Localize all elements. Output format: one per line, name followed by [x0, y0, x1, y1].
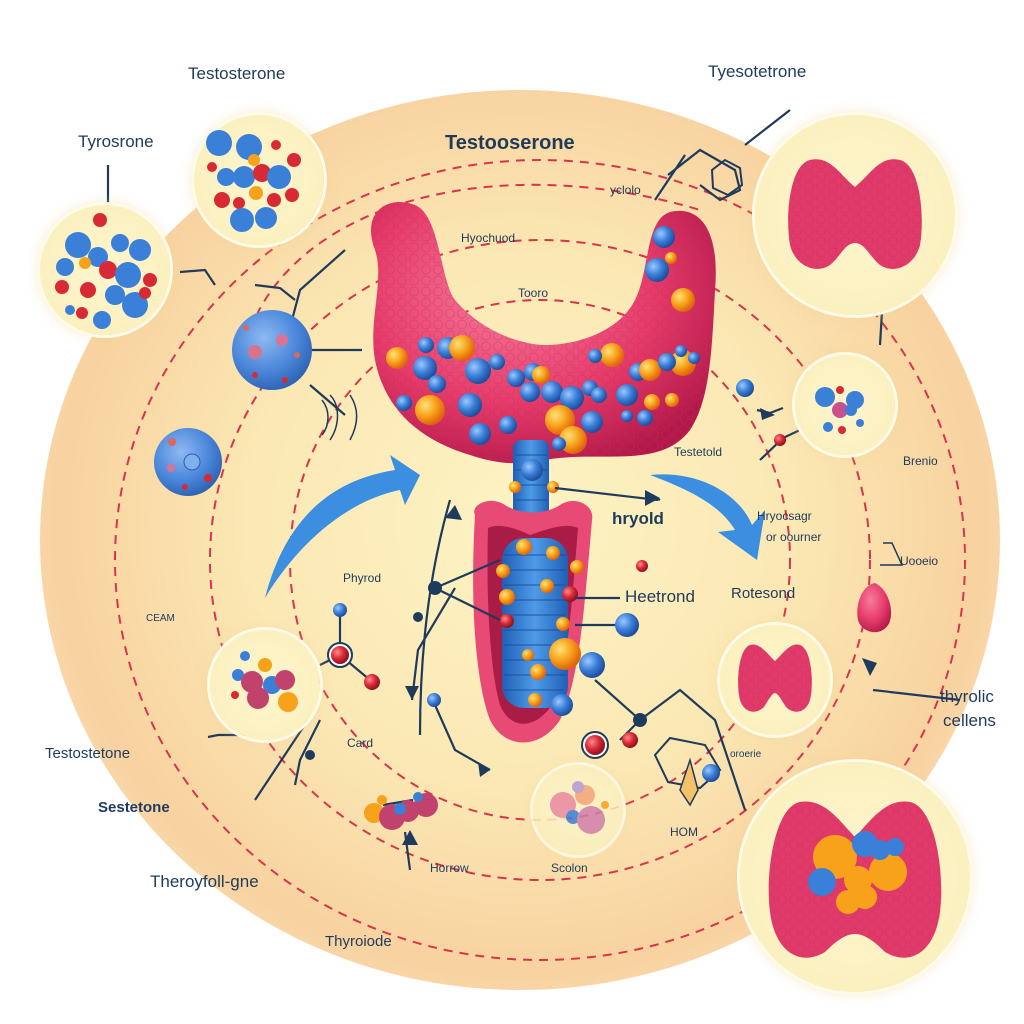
label-heetrond: Heetrond	[625, 587, 695, 606]
label-hryocsagr: Hryocsagr	[757, 509, 812, 523]
label-brenio: Brenio	[903, 454, 938, 468]
label-tooro: Tooro	[518, 286, 549, 300]
label-card: Card	[347, 736, 374, 750]
inset-thyroid-bottom-right	[740, 762, 970, 992]
inset-molecule-cluster-lower-left	[210, 630, 320, 740]
label-tyrosrone: Tyrosrone	[78, 132, 154, 151]
inset-thyroid-top-right	[755, 115, 955, 315]
label-or-oourner: or oourner	[766, 530, 822, 544]
label-thyroiode: Thyroiode	[325, 933, 392, 950]
trachea	[473, 440, 593, 743]
label-thyrolic: thyrolic	[940, 687, 994, 706]
label-tyesotetrone: Tyesotetrone	[708, 62, 807, 81]
flow-arrows	[265, 455, 765, 598]
label-ceam: CEAM	[146, 613, 175, 624]
label-theroyfollgne: Theroyfoll-gne	[150, 872, 259, 891]
label-horrow: Horrow	[430, 861, 469, 875]
label-hyochuod: Hyochuod	[461, 231, 516, 245]
label-uooeio: Uooeio	[900, 554, 939, 568]
inset-molecule-cluster-left	[40, 205, 170, 335]
label-hryold: hryold	[612, 509, 664, 528]
label-hom: HOM	[670, 825, 698, 839]
label-testosterone-top: Testosterone	[188, 64, 286, 83]
label-oroerie: oroerie	[730, 749, 762, 760]
label-sestetone: Sestetone	[98, 799, 170, 816]
inset-thyroid-small-right	[720, 625, 830, 735]
label-yclolo: yclolo	[610, 183, 641, 197]
diagram-title: Testooserone	[445, 132, 575, 154]
molecule-cluster-card	[360, 785, 460, 835]
connector-nodes	[305, 408, 877, 845]
inset-molecule-right	[795, 355, 895, 455]
label-cellens: cellens	[943, 711, 996, 730]
inset-molecule-cluster-top	[194, 115, 324, 245]
label-testostetone: Testostetone	[45, 745, 131, 762]
thyroid-molecules	[386, 226, 700, 716]
inset-scolon	[533, 765, 623, 855]
label-rotesond: Rotesond	[731, 585, 796, 602]
label-phyrod: Phyrod	[343, 571, 382, 585]
ball-stick-molecules	[321, 158, 786, 807]
blue-cells	[154, 310, 312, 496]
label-testetold: Testetold	[674, 445, 723, 459]
label-scolon: Scolon	[551, 861, 588, 875]
pink-drop	[857, 583, 892, 633]
